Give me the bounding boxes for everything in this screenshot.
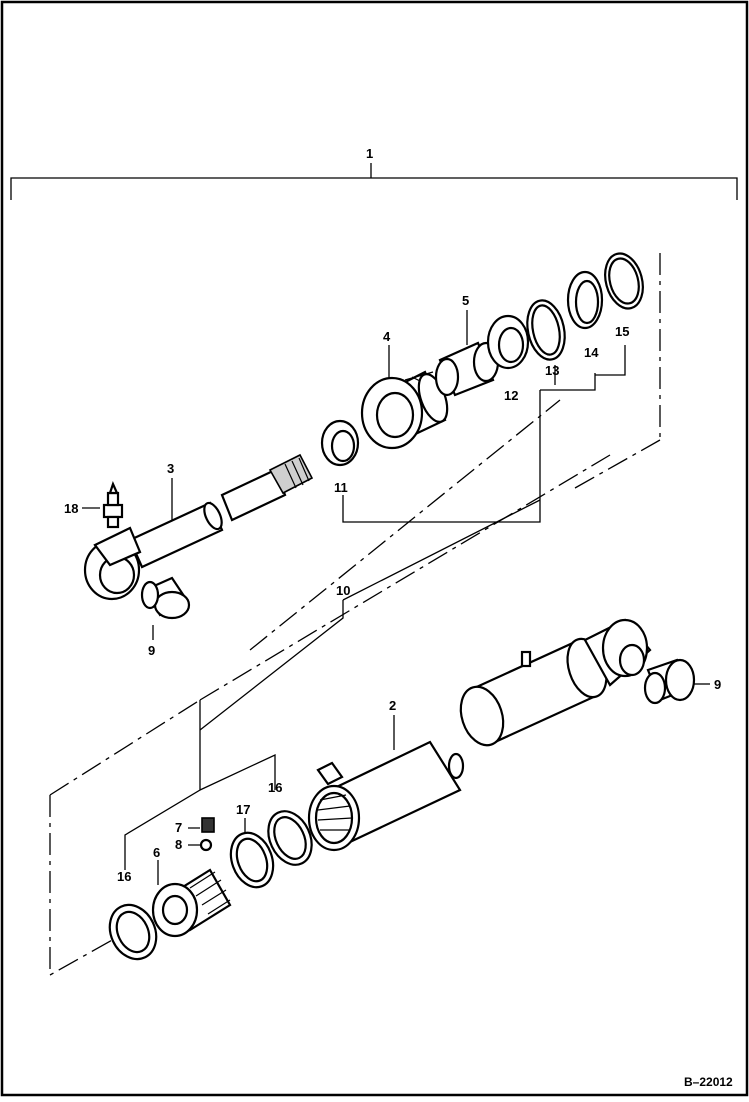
leader-line-10 (199, 499, 541, 731)
dashed-boundary-right (574, 253, 661, 489)
dashed-boundary-mid (249, 399, 561, 651)
bushing-left (140, 576, 191, 620)
callout-14: 14 (584, 345, 599, 360)
callout-11: 11 (334, 480, 348, 495)
leader-lines-lower (124, 700, 276, 870)
leader-7-8 (188, 827, 200, 846)
bushing-right (643, 658, 696, 705)
barrel-assembly (307, 618, 652, 852)
callout-18: 18 (64, 501, 78, 516)
leader-lines-upper (342, 345, 626, 523)
dashed-boundary-left (49, 699, 201, 977)
set-screw-7 (201, 817, 215, 833)
callout-6: 6 (153, 845, 160, 860)
callout-16-upper: 16 (268, 780, 282, 795)
seal-16-upper-inner (273, 816, 307, 860)
bushing-5 (434, 341, 500, 397)
callout-10: 10 (336, 583, 350, 598)
callout-16-lower: 16 (117, 869, 131, 884)
ball-8 (199, 838, 213, 852)
callout-7: 7 (175, 820, 182, 835)
backup-ring-14-inner (574, 279, 600, 325)
assembly-bracket (10, 163, 738, 200)
grease-fitting (102, 480, 124, 529)
seal-12 (486, 314, 530, 370)
callout-9-right: 9 (714, 677, 721, 692)
callout-4: 4 (383, 329, 391, 344)
callout-9-left: 9 (148, 643, 155, 658)
callout-2: 2 (389, 698, 396, 713)
gland-4 (360, 370, 449, 450)
seal-11 (320, 419, 360, 467)
callout-3: 3 (167, 461, 174, 476)
o-ring-13-inner (531, 304, 561, 356)
piston-6 (151, 868, 232, 938)
callout-1: 1 (366, 146, 373, 161)
callout-12: 12 (504, 388, 518, 403)
callout-15: 15 (615, 324, 629, 339)
drawing-number: B–22012 (684, 1075, 733, 1089)
dashed-boundary-center (199, 454, 611, 701)
callout-5: 5 (462, 293, 469, 308)
callout-8: 8 (175, 837, 182, 852)
o-ring-15-inner (608, 257, 640, 305)
callout-13: 13 (545, 363, 559, 378)
rod-assembly (83, 453, 314, 601)
ring-17-inner (235, 837, 269, 883)
callout-17: 17 (236, 802, 250, 817)
seal-16-lower-inner (115, 910, 151, 954)
